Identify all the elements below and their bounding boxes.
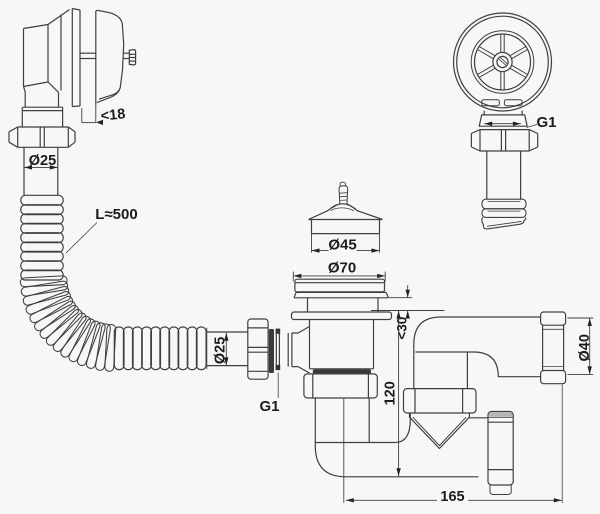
svg-text:L≈500: L≈500 (95, 206, 137, 223)
svg-text:<30: <30 (394, 317, 409, 340)
svg-text:Ø45: Ø45 (328, 237, 356, 254)
svg-text:Ø25: Ø25 (29, 153, 56, 169)
svg-text:<18: <18 (100, 106, 126, 124)
svg-text:120: 120 (382, 381, 398, 405)
svg-text:Ø25: Ø25 (212, 337, 228, 364)
svg-text:Ø40: Ø40 (577, 334, 593, 361)
svg-text:165: 165 (440, 489, 464, 505)
svg-text:G1: G1 (536, 114, 556, 131)
svg-text:Ø70: Ø70 (328, 260, 356, 277)
svg-text:G1: G1 (259, 398, 279, 415)
